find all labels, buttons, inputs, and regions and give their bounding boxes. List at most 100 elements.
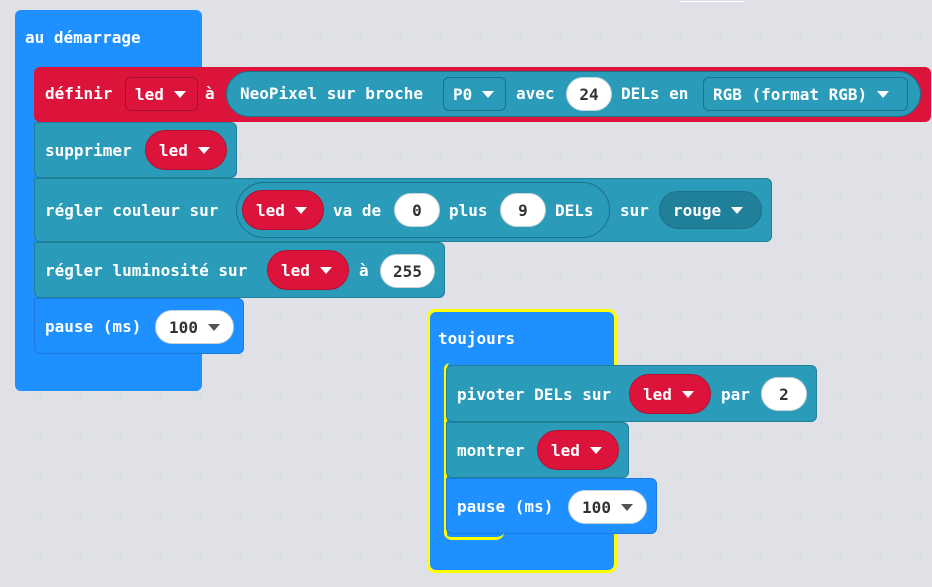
grid-cross xyxy=(718,352,724,358)
grid-cross xyxy=(798,192,804,198)
set-color-label: régler couleur sur xyxy=(45,201,219,220)
grid-cross xyxy=(718,272,724,278)
caret-down-icon xyxy=(731,206,744,214)
grid-cross xyxy=(798,312,804,318)
grid-cross xyxy=(198,472,204,478)
grid-cross xyxy=(478,32,484,38)
grid-cross xyxy=(838,152,844,158)
clear-variable-dropdown[interactable]: led xyxy=(145,130,227,170)
caret-down-icon xyxy=(589,446,602,454)
grid-cross xyxy=(878,232,884,238)
caret-down-icon xyxy=(482,90,495,98)
grid-cross xyxy=(398,472,404,478)
grid-cross xyxy=(878,512,884,518)
rotate-by-label: par xyxy=(721,385,750,404)
grid-cross xyxy=(838,32,844,38)
grid-cross xyxy=(918,432,924,438)
range-start-input[interactable]: 0 xyxy=(394,193,440,227)
grid-cross xyxy=(758,272,764,278)
range-variable-dropdown[interactable]: led xyxy=(242,190,324,230)
set-brightness-block[interactable] xyxy=(34,242,445,298)
brightness-value-input[interactable]: 255 xyxy=(380,254,435,288)
grid-cross xyxy=(38,472,44,478)
grid-cross xyxy=(318,512,324,518)
grid-cross xyxy=(918,552,924,558)
grid-cross xyxy=(878,472,884,478)
grid-cross xyxy=(358,392,364,398)
brightness-variable-dropdown[interactable]: led xyxy=(267,250,349,290)
grid-cross xyxy=(118,552,124,558)
brightness-to-label: à xyxy=(359,261,369,280)
grid-cross xyxy=(518,32,524,38)
led-count-input[interactable]: 24 xyxy=(566,77,612,111)
grid-cross xyxy=(638,312,644,318)
rotate-label: pivoter DELs sur xyxy=(457,385,612,404)
rotate-variable-dropdown[interactable]: led xyxy=(629,374,711,414)
grid-cross xyxy=(918,192,924,198)
grid-cross xyxy=(718,312,724,318)
grid-cross xyxy=(398,552,404,558)
pause-value-dropdown[interactable]: 100 xyxy=(155,310,234,344)
range-length-input[interactable]: 9 xyxy=(500,193,546,227)
grid-cross xyxy=(918,272,924,278)
forever-bottom-highlight xyxy=(444,532,504,540)
forever-pause-label: pause (ms) xyxy=(457,497,554,516)
grid-cross xyxy=(158,472,164,478)
grid-cross xyxy=(758,312,764,318)
grid-cross xyxy=(198,552,204,558)
pin-dropdown[interactable]: P0 xyxy=(443,77,506,111)
grid-cross xyxy=(838,272,844,278)
grid-cross xyxy=(358,512,364,518)
grid-cross xyxy=(238,152,244,158)
set-brightness-label: régler luminosité sur xyxy=(45,261,248,280)
grid-cross xyxy=(358,152,364,158)
rotate-value-input[interactable]: 2 xyxy=(761,377,807,411)
set-to-label: à xyxy=(205,84,215,103)
grid-cross xyxy=(718,152,724,158)
grid-cross xyxy=(758,352,764,358)
grid-cross xyxy=(838,432,844,438)
workspace-edge-element xyxy=(678,0,746,3)
grid-cross xyxy=(798,472,804,478)
grid-cross xyxy=(678,432,684,438)
grid-cross xyxy=(198,512,204,518)
set-variable-dropdown[interactable]: led xyxy=(125,77,198,111)
grid-cross xyxy=(918,312,924,318)
color-dropdown[interactable]: rouge xyxy=(659,191,762,229)
grid-cross xyxy=(358,312,364,318)
grid-cross xyxy=(598,152,604,158)
grid-cross xyxy=(838,192,844,198)
grid-cross xyxy=(278,352,284,358)
grid-cross xyxy=(918,32,924,38)
grid-cross xyxy=(358,472,364,478)
grid-cross xyxy=(838,232,844,238)
grid-cross xyxy=(318,32,324,38)
grid-cross xyxy=(518,152,524,158)
grid-cross xyxy=(918,232,924,238)
grid-cross xyxy=(478,152,484,158)
grid-cross xyxy=(318,552,324,558)
grid-cross xyxy=(118,472,124,478)
mode-dropdown[interactable]: RGB (format RGB) xyxy=(703,77,908,111)
grid-cross xyxy=(78,472,84,478)
grid-cross xyxy=(798,272,804,278)
grid-cross xyxy=(238,392,244,398)
grid-cross xyxy=(878,392,884,398)
grid-cross xyxy=(278,512,284,518)
forever-pause-value-dropdown[interactable]: 100 xyxy=(568,490,647,524)
grid-cross xyxy=(38,552,44,558)
grid-cross xyxy=(278,552,284,558)
grid-cross xyxy=(598,32,604,38)
grid-cross xyxy=(358,352,364,358)
grid-cross xyxy=(318,352,324,358)
set-label: définir xyxy=(45,84,113,103)
grid-cross xyxy=(398,512,404,518)
grid-cross xyxy=(678,32,684,38)
grid-cross xyxy=(878,432,884,438)
range-from-label: va de xyxy=(333,201,382,220)
on-label: sur xyxy=(620,201,649,220)
grid-cross xyxy=(158,432,164,438)
grid-cross xyxy=(318,392,324,398)
grid-cross xyxy=(678,312,684,318)
show-variable-dropdown[interactable]: led xyxy=(537,430,619,470)
